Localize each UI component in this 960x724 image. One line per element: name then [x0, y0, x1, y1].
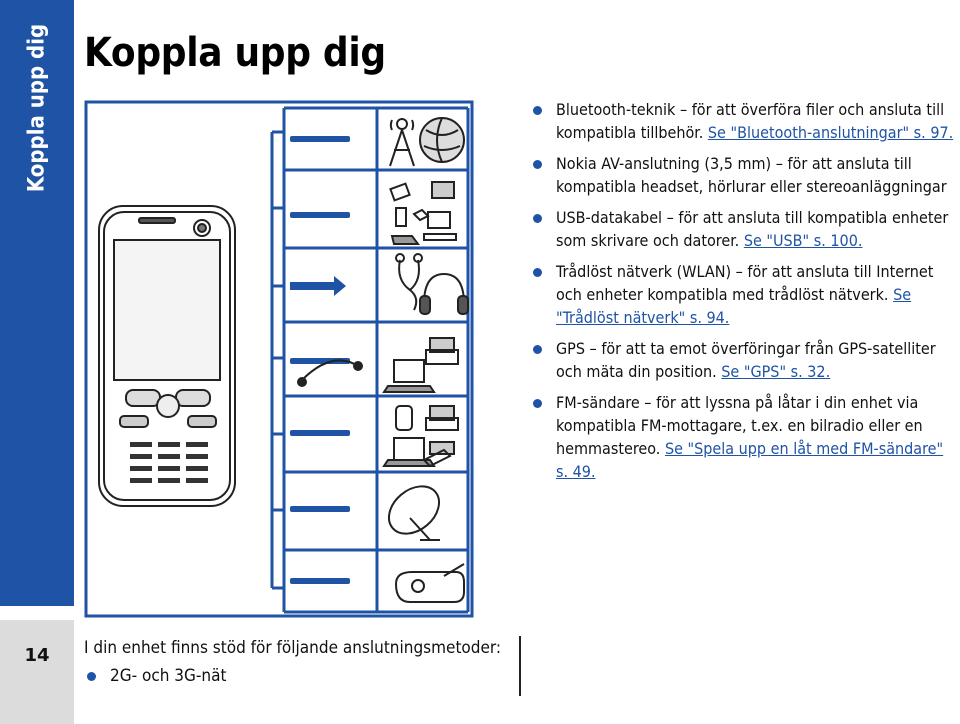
side-tab: Koppla upp dig — [0, 0, 74, 606]
satellite-dish-icon — [387, 485, 441, 541]
bluetooth-link[interactable]: Se "Bluetooth-anslutningar" s. 97. — [707, 123, 954, 142]
phone-icon — [382, 405, 459, 468]
fm-transmitter-link[interactable]: Se "Spela upp en låt med FM-sändare" s. … — [556, 439, 944, 481]
page-number-box — [0, 620, 74, 724]
gps-link[interactable]: Se "GPS" s. 32. — [721, 362, 831, 381]
list-item: Nokia AV-anslutning (3,5 mm) – för att a… — [530, 152, 958, 198]
page-title: Koppla upp dig — [84, 30, 386, 76]
wlan-link[interactable]: Se "Trådlöst nätverk" s. 94. — [556, 285, 912, 327]
phone-keypad — [130, 442, 208, 483]
usb-cable-icon — [297, 359, 363, 387]
mobile-phone-icon — [98, 205, 236, 507]
connection-methods-list: Bluetooth-teknik – för att överföra file… — [530, 98, 958, 491]
list-item: Trådlöst nätverk (WLAN) – för att anslut… — [530, 260, 958, 329]
column-divider — [519, 636, 521, 696]
list-item: 2G- och 3G-nät — [84, 664, 524, 688]
intro-list: 2G- och 3G-nät — [84, 664, 524, 688]
list-item: Bluetooth-teknik – för att överföra file… — [530, 98, 958, 144]
usb-link[interactable]: Se "USB" s. 100. — [743, 231, 863, 250]
list-item: GPS – för att ta emot överföringar från … — [530, 337, 958, 383]
headphones-icon — [419, 272, 469, 315]
intro-section: I din enhet finns stöd för följande ansl… — [84, 636, 524, 696]
list-item: USB-datakabel – för att ansluta till kom… — [530, 206, 958, 252]
laptop-icon — [382, 359, 436, 393]
intro-text: I din enhet finns stöd för följande ansl… — [84, 638, 502, 658]
radio-tower-icon — [389, 118, 415, 167]
headset-icon — [395, 253, 423, 311]
printer-icon — [425, 337, 459, 365]
page-number: 14 — [24, 645, 50, 666]
connectivity-illustration — [84, 100, 474, 618]
fm-radio-icon — [394, 563, 465, 603]
side-tab-label: Koppla upp dig — [24, 23, 50, 193]
globe-icon — [419, 117, 465, 163]
list-item: FM-sändare – för att lyssna på låtar i d… — [530, 391, 958, 483]
connection-bus — [270, 106, 470, 614]
connection-signal-labels — [290, 136, 350, 584]
accessories-icon — [389, 181, 457, 245]
